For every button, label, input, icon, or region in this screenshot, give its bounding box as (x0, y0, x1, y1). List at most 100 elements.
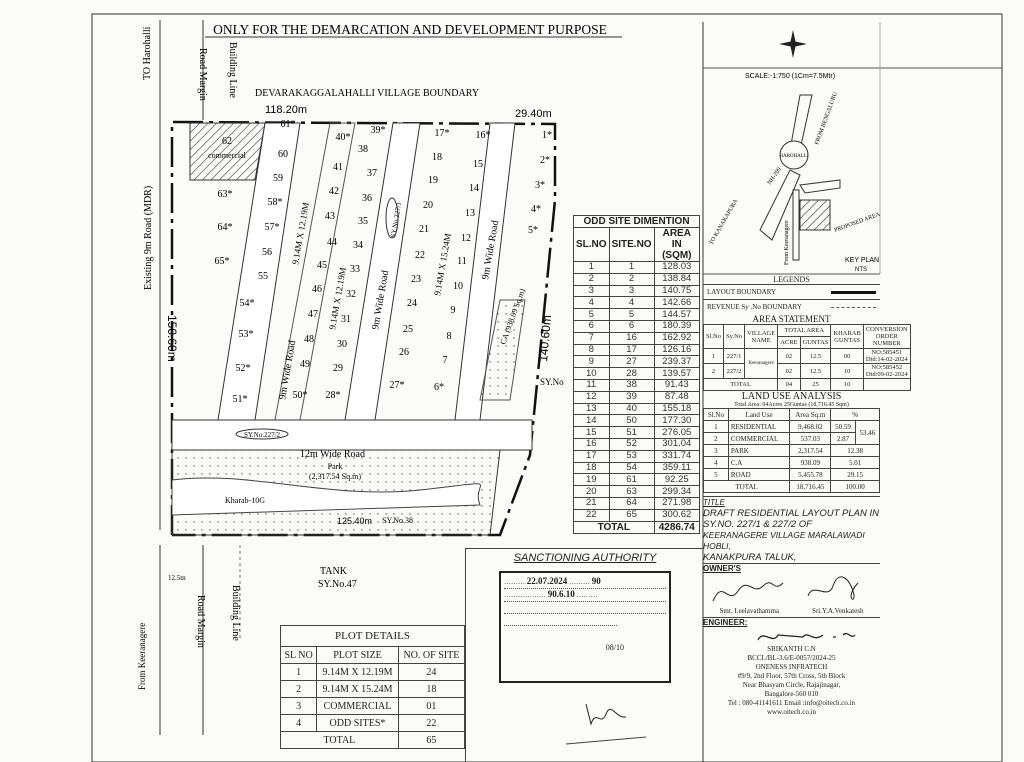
tank-label: TANK (320, 566, 348, 577)
cell: 3 (703, 444, 729, 457)
sanction-stamp: ……… 22.07.2024 ……… 90 ……………… 90.6.10 ………… (499, 571, 671, 683)
cell: 9.14M X 15.24M (316, 680, 399, 698)
legend-item: REVENUE Sy .No BOUNDARY (703, 300, 880, 314)
road-label: 12m Wide Road (300, 449, 365, 460)
cell: 10 (573, 367, 610, 380)
legends-title: LEGENDS (703, 275, 880, 285)
plot-label: 6* (434, 382, 444, 393)
column-header: ACRE (777, 336, 801, 349)
plot-label: 52* (236, 363, 251, 374)
cell: 10 (830, 378, 864, 391)
cell: 1 (703, 348, 724, 364)
plot-label: 56 (262, 247, 272, 258)
cell: 50 (608, 414, 655, 428)
total-label: TOTAL (573, 520, 655, 534)
cell: 11 (573, 378, 610, 392)
plot-label: 30 (337, 339, 347, 350)
plot-label: 46 (312, 284, 322, 295)
plot-label: 18 (432, 152, 442, 163)
cell: 64 (608, 496, 655, 510)
plot-label: 40* (336, 132, 351, 143)
header-title: ONLY FOR THE DEMARCATION AND DEVELOPMENT… (213, 22, 607, 37)
plot-label: 2* (540, 155, 550, 166)
plot-label: 19 (428, 175, 438, 186)
plot-label: 48 (304, 334, 314, 345)
column-header: CONVERSION ORDER NUMBER (862, 324, 911, 349)
cell: 18 (397, 680, 466, 698)
column-header: Sl.No (703, 408, 729, 421)
cell: 155.18 (653, 402, 701, 416)
key-plan-nts: NTS (855, 267, 867, 273)
plot-size-label: 9.14M X 15.24M (432, 233, 453, 297)
cell: 63 (608, 485, 655, 498)
authority-signature (565, 703, 647, 745)
column-header: SL.NO (573, 227, 610, 262)
building-line-label: Building Line (230, 585, 241, 641)
total-label: TOTAL (280, 731, 399, 749)
cell: 87.48 (653, 390, 701, 404)
sanction-initials: 08/10 (605, 643, 624, 652)
key-plan-label: TO KANAKAPURA (709, 198, 740, 246)
plot-label: 27* (390, 380, 405, 391)
cell: 1 (573, 261, 610, 274)
scale-label: SCALE:-1:750 (1Cm=7.5Mtr) (745, 73, 835, 80)
cell: 53.46 (854, 420, 881, 445)
plot-label: 62 (222, 136, 232, 147)
owner-name: Smt. Leelavathamma (719, 607, 779, 615)
cell: 13 (573, 402, 610, 416)
cell: 2 (703, 363, 724, 379)
engineer-detail: www.oitech.co.in (766, 708, 817, 716)
cell: 299.34 (653, 485, 701, 498)
cell: 3 (573, 284, 610, 298)
cell: 53 (608, 449, 655, 463)
cell: 00 (830, 348, 864, 364)
plot-label: 41 (333, 162, 343, 173)
plot-label: 49 (300, 359, 310, 370)
plot-label: 14 (469, 183, 479, 194)
park-area-label: (2,317.54 Sq.m) (309, 472, 361, 481)
engineer-detail: #9/9, 2nd Floor, 57th Cross, 5th Block (737, 672, 846, 680)
key-plan-title: KEY PLAN (845, 257, 879, 264)
plot-label: 13 (465, 208, 475, 219)
plot-label: 60 (278, 149, 288, 160)
total-value: 4286.74 (653, 520, 701, 534)
cell: 65 (608, 508, 655, 522)
cell: 139.57 (653, 367, 701, 380)
legends: LEGENDS LAYOUT BOUNDARY REVENUE Sy .No B… (703, 275, 880, 314)
cell: COMMERCIAL (316, 697, 399, 715)
cell: 2,317.54 (789, 444, 832, 457)
cell: 4 (608, 296, 655, 310)
legend-item: LAYOUT BOUNDARY (703, 285, 880, 300)
cell: 4 (573, 296, 610, 310)
plot-label: 29 (333, 363, 343, 374)
cell: 2.87 (830, 432, 856, 445)
cell: 1 (279, 663, 318, 681)
cell: 1 (703, 420, 729, 433)
cell: 144.57 (653, 308, 701, 321)
cell: 28 (608, 367, 655, 380)
cell: 12.5 (799, 363, 832, 379)
column-header: AREA IN (SQM) (653, 227, 701, 262)
cell: 331.74 (653, 449, 701, 463)
plot-label: 63* (218, 189, 233, 200)
cell: 938.09 (789, 456, 832, 469)
cell: 15 (573, 426, 610, 439)
sanction-number: 90 (591, 576, 601, 586)
key-plan-label: FROM BENGALURU (814, 91, 839, 146)
plot-label: 36 (362, 193, 372, 204)
legend-swatch (831, 307, 876, 308)
cell: 16 (573, 437, 610, 451)
cell: 40 (608, 402, 655, 416)
owner-signatures (712, 576, 859, 602)
cell: 39 (608, 390, 655, 404)
plot-label: 31 (341, 314, 351, 325)
plot-label: 37 (367, 168, 377, 179)
